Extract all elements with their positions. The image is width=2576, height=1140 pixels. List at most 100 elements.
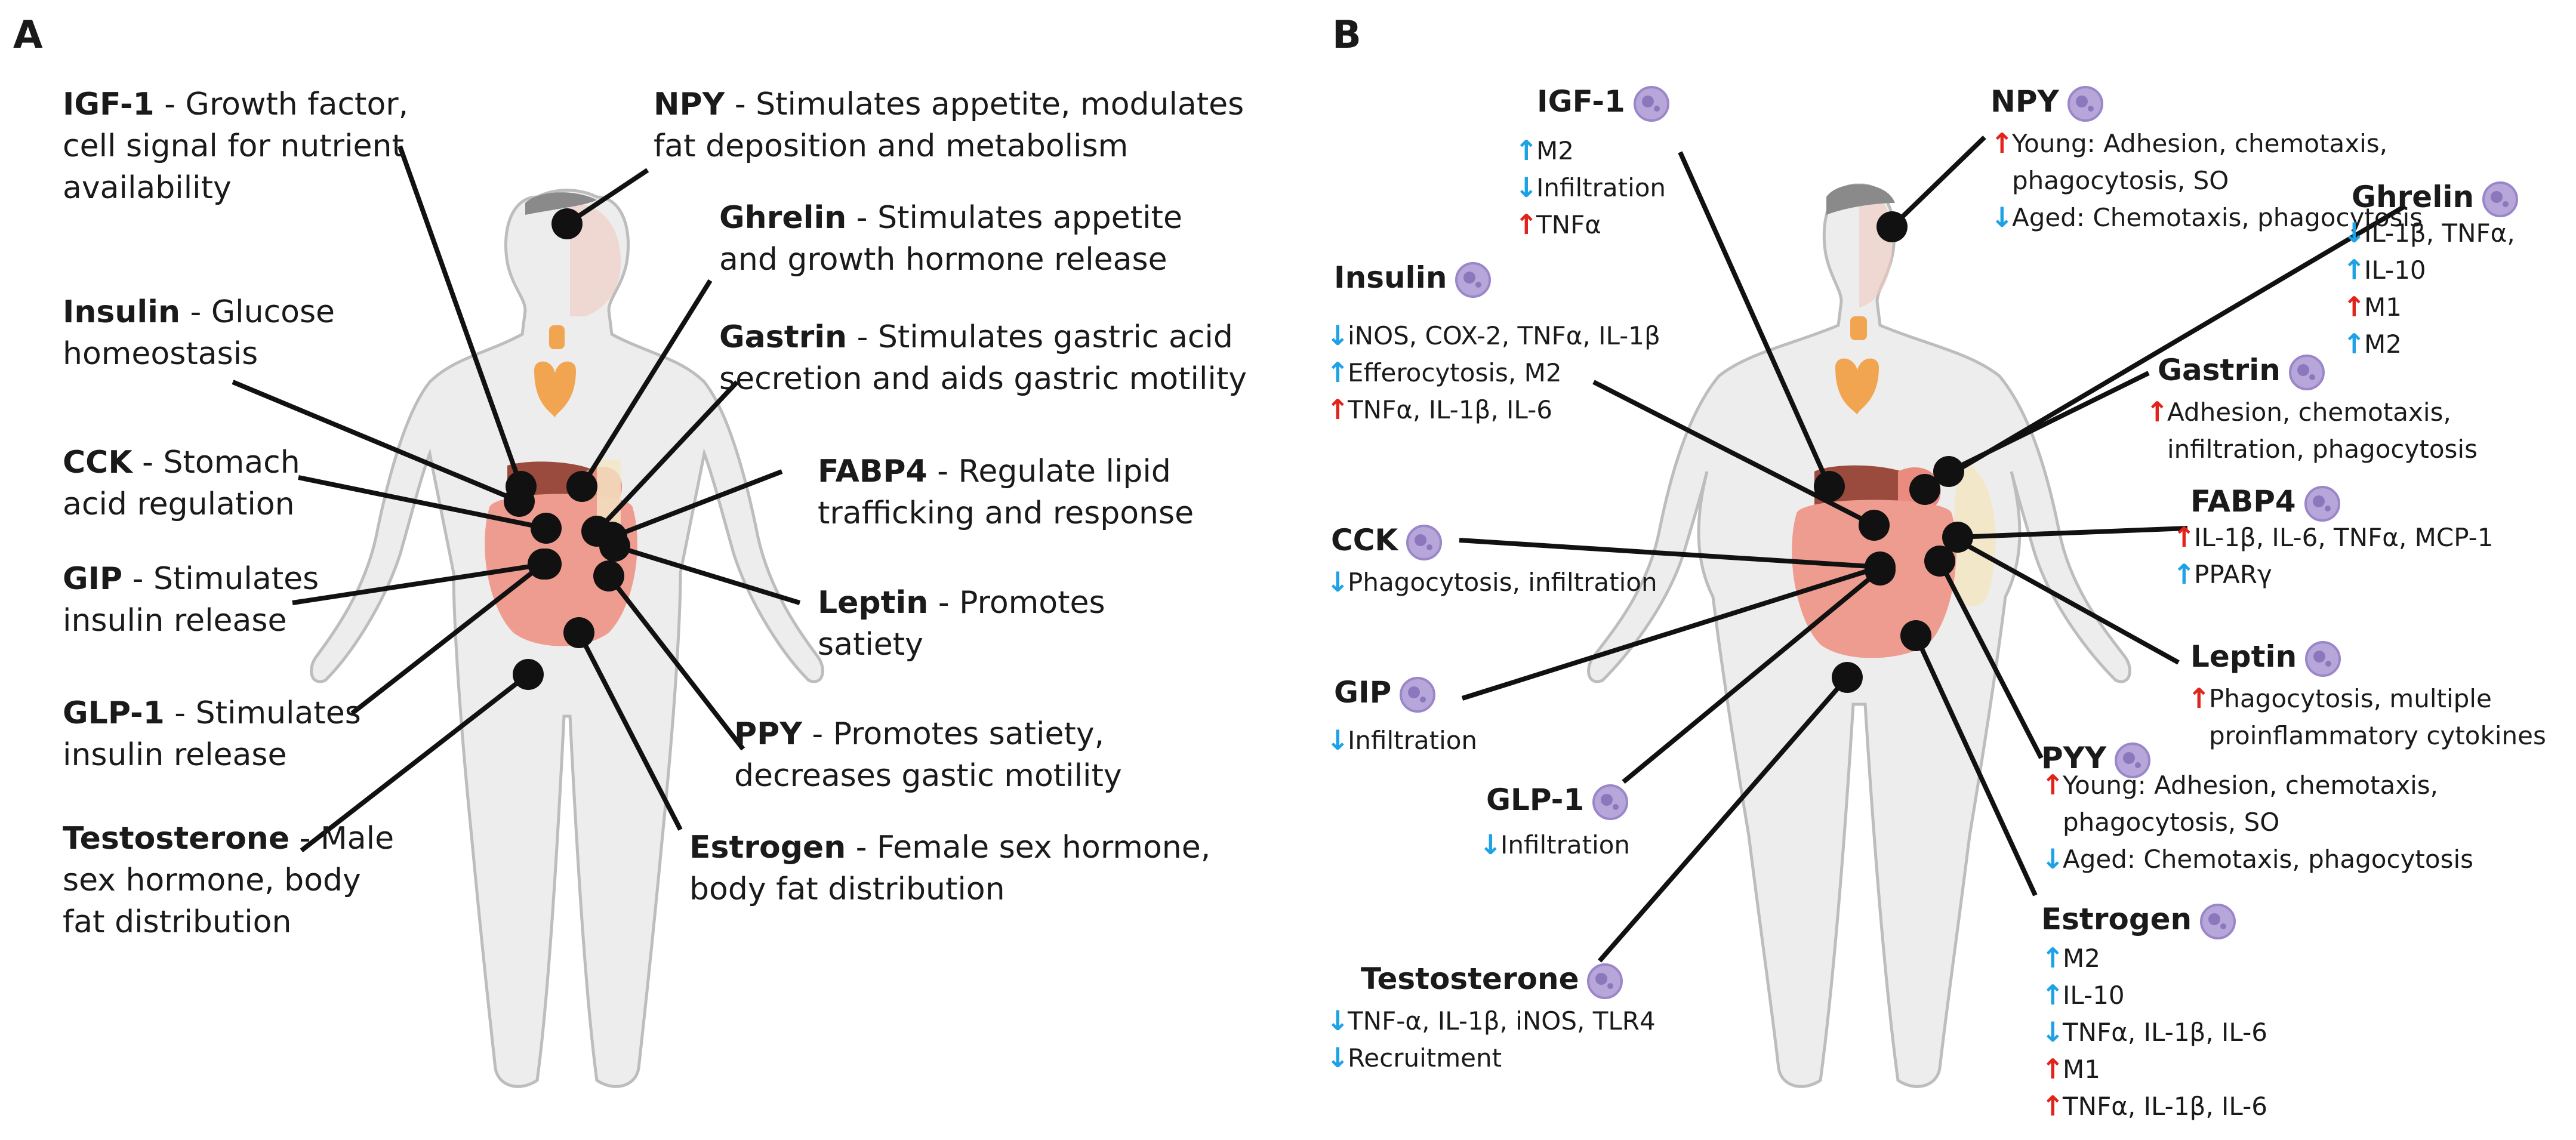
panel-a-item-glp1: GLP-1 - Stimulates insulin release	[63, 692, 373, 776]
effect-row: ↓TNF-α, IL-1β, iNOS, TLR4	[1326, 1003, 1780, 1040]
effect-row: ↑M1	[2343, 289, 2569, 326]
panel-b-name-pyy: PYY	[2041, 740, 2152, 779]
arrow-up-icon: ↑	[2173, 558, 2196, 590]
hormone-name: GLP-1	[1486, 782, 1585, 817]
effect-row: ↑Efferocytosis, M2	[1326, 355, 1744, 392]
panel-a-item-testosterone: Testosterone - Male sex hormone, body fa…	[63, 818, 397, 943]
macrophage-cell-icon	[2304, 485, 2340, 522]
panel-b-effects-npy: ↑Young: Adhesion, chemotaxis, phagocytos…	[1990, 125, 2516, 236]
arrow-up-icon: ↑	[2041, 979, 2065, 1011]
effect-row: ↑Phagocytosis, multiple proinflammatory …	[2187, 680, 2569, 754]
hormone-name: Ghrelin	[719, 200, 847, 236]
hormone-name: Leptin	[818, 585, 929, 621]
arrow-down-icon: ↓	[2343, 217, 2366, 249]
arrow-up-icon: ↑	[2041, 942, 2065, 974]
hormone-name: PYY	[2041, 741, 2107, 775]
macrophage-cell-icon	[1592, 784, 1629, 820]
hormone-function: - Stimulates appetite and growth hormone…	[719, 200, 1182, 278]
hormone-name: Testosterone	[1361, 962, 1579, 996]
panel-b-effects-testosterone: ↓TNF-α, IL-1β, iNOS, TLR4↓Recruitment	[1326, 1003, 1780, 1077]
panel-a-item-gastrin: Gastrin - Stimulates gastric acid secret…	[719, 316, 1256, 400]
effect-text: Infiltration	[1536, 173, 1666, 202]
organ-marker-dot	[1924, 546, 1955, 577]
effect-text: Young: Adhesion, chemotaxis, phagocytosi…	[2012, 129, 2387, 195]
hormone-function: - Growth factor, cell signal for nutrien…	[63, 87, 409, 206]
hormone-function: - Stomach acid regulation	[63, 445, 300, 522]
hormone-name: CCK	[1331, 523, 1398, 557]
organ-marker-dot	[599, 531, 630, 562]
arrow-down-icon: ↓	[1479, 828, 1502, 861]
effect-row: ↑TNFα, IL-1β, IL-6	[1326, 392, 1744, 429]
arrow-up-icon: ↑	[2041, 1090, 2065, 1122]
panel-b-effects-leptin: ↑Phagocytosis, multiple proinflammatory …	[2187, 680, 2569, 754]
panel-a-item-npy: NPY - Stimulates appetite, modulates fat…	[654, 84, 1256, 167]
panel-a-item-cck: CCK - Stomach acid regulation	[63, 442, 373, 525]
effect-text: IL-1β, IL-6, TNFα, MCP-1	[2194, 523, 2494, 552]
effect-row: ↓IL-1β, TNFα,	[2343, 215, 2569, 252]
hormone-function: - Glucose homeostasis	[63, 294, 335, 372]
organ-marker-dot	[1814, 471, 1845, 502]
panel-b-name-npy: NPY	[1990, 84, 2104, 123]
effect-row: ↓TNFα, IL-1β, IL-6	[2041, 1014, 2340, 1051]
effect-row: ↑IL-10	[2041, 977, 2340, 1014]
hormone-name: Leptin	[2190, 639, 2297, 674]
hormone-name: Testosterone	[63, 821, 290, 856]
effect-row: ↑M2	[2041, 940, 2340, 977]
hormone-name: Gastrin	[2158, 353, 2281, 387]
effect-row: ↓iNOS, COX-2, TNFα, IL-1β	[1326, 318, 1744, 355]
panel-b-name-testosterone: Testosterone	[1361, 961, 1624, 1000]
effect-row: ↑TNFα, IL-1β, IL-6	[2041, 1088, 2340, 1125]
effect-row: ↓Aged: Chemotaxis, phagocytosis	[1990, 199, 2516, 236]
effect-text: M2	[2063, 944, 2100, 973]
hormone-name: CCK	[63, 445, 133, 480]
arrow-up-icon: ↑	[2041, 769, 2065, 801]
panel-b-effects-estrogen: ↑M2↑IL-10↓TNFα, IL-1β, IL-6↑M1↑TNFα, IL-…	[2041, 940, 2340, 1125]
hormone-name: Insulin	[1334, 260, 1447, 295]
arrow-down-icon: ↓	[2041, 1016, 2065, 1048]
arrow-up-icon: ↑	[2041, 1053, 2065, 1085]
effect-text: TNFα, IL-1β, IL-6	[2063, 1018, 2267, 1047]
effect-text: TNFα, IL-1β, IL-6	[2063, 1092, 2267, 1121]
effect-text: Aged: Chemotaxis, phagocytosis	[2063, 845, 2474, 874]
hormone-function: - Stimulates insulin release	[63, 695, 361, 773]
panel-b-effects-glp1: ↓Infiltration	[1479, 827, 1706, 864]
panel-b-effects-pyy: ↑Young: Adhesion, chemotaxis, phagocytos…	[2041, 767, 2566, 878]
effect-text: M2	[1536, 136, 1574, 165]
panel-a-item-gip: GIP - Stimulates insulin release	[63, 558, 373, 642]
arrow-down-icon: ↓	[1326, 1005, 1349, 1037]
macrophage-cell-icon	[1400, 676, 1436, 713]
panel-a-item-insulin: Insulin - Glucose homeostasis	[63, 291, 373, 375]
macrophage-cell-icon	[1455, 261, 1492, 298]
effect-text: Infiltration	[1348, 726, 1478, 755]
panel-b-name-estrogen: Estrogen	[2041, 901, 2237, 941]
effect-text: Efferocytosis, M2	[1348, 358, 1562, 387]
arrow-up-icon: ↑	[2343, 291, 2366, 323]
effect-text: TNFα	[1536, 210, 1601, 239]
arrow-up-icon: ↑	[2343, 254, 2366, 286]
organ-marker-dot	[551, 208, 583, 239]
effect-row: ↑PPARγ	[2173, 556, 2555, 593]
effect-text: IL-1β, TNFα,	[2364, 218, 2515, 248]
hormone-name: GIP	[63, 561, 123, 597]
body-silhouette-b	[1587, 183, 2131, 1088]
panel-b-name-cck: CCK	[1331, 522, 1443, 562]
effect-row: ↓Phagocytosis, infiltration	[1326, 564, 1657, 601]
effect-row: ↑M1	[2041, 1051, 2340, 1088]
arrow-up-icon: ↑	[2146, 396, 2169, 428]
hormone-name: Insulin	[63, 294, 181, 330]
organ-marker-dot	[593, 560, 624, 591]
effect-text: PPARγ	[2194, 560, 2272, 589]
effect-row: ↓Infiltration	[1326, 722, 1553, 759]
hormone-name: IGF-1	[1537, 84, 1625, 119]
hormone-function: - Promotes satiety, decreases gastic mot…	[734, 716, 1122, 794]
panel-a-item-ppy: PPY - Promotes satiety, decreases gastic…	[734, 713, 1247, 797]
hormone-name: Estrogen	[689, 830, 846, 865]
panel-letter-b: B	[1332, 13, 1361, 57]
panel-a-item-leptin: Leptin - Promotes satiety	[818, 582, 1152, 665]
effect-text: TNF-α, IL-1β, iNOS, TLR4	[1348, 1006, 1656, 1036]
hormone-function: - Stimulates gastric acid secretion and …	[719, 319, 1247, 397]
panel-a-item-ghrelin: Ghrelin - Stimulates appetite and growth…	[719, 197, 1232, 281]
effect-text: Adhesion, chemotaxis, infiltration, phag…	[2167, 398, 2478, 464]
panel-b-name-gastrin: Gastrin	[2158, 352, 2326, 392]
